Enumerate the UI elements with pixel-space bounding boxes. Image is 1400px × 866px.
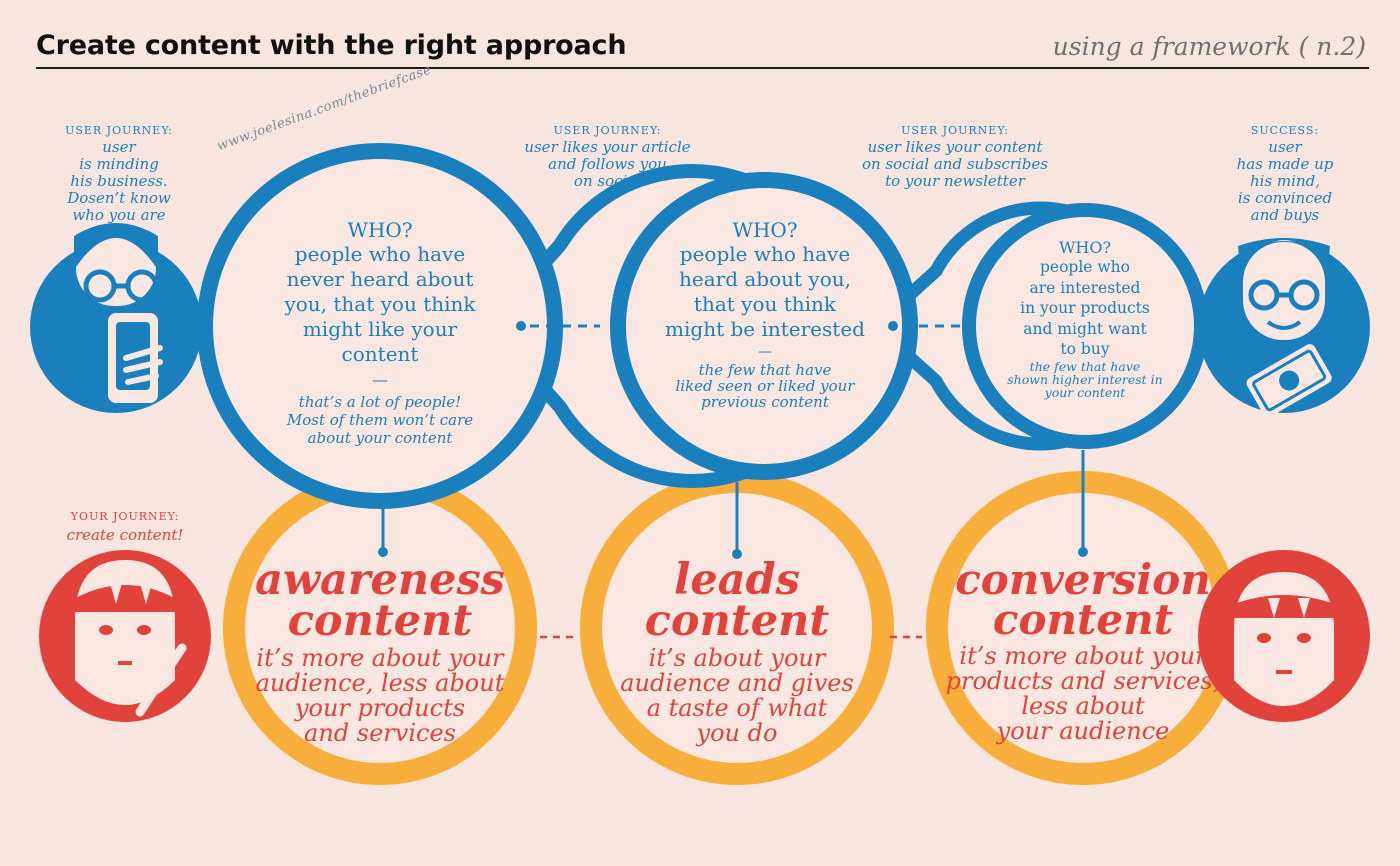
awareness-title: awareness content <box>255 555 505 646</box>
conversion-title: conversion content <box>955 555 1211 644</box>
creator-with-pen-icon <box>39 550 211 722</box>
leads-content: leads content it’s about your audience a… <box>595 555 879 746</box>
journey-text-1: user is minding his business. Dosen’t kn… <box>67 138 171 224</box>
who-leads: WHO? people who have heard about you, th… <box>665 218 865 411</box>
page-subtitle: using a framework ( n.2) <box>1052 32 1366 61</box>
journey-label-1: USER JOURNEY: user is minding his busine… <box>44 122 194 224</box>
user-with-money-icon <box>1198 238 1370 417</box>
creator-icon <box>1198 550 1370 722</box>
your-journey-label: YOUR JOURNEY: create content! <box>66 510 184 544</box>
user-with-phone-icon <box>30 216 202 413</box>
stems <box>381 450 1085 552</box>
who-conversion: WHO? people who are interested in your p… <box>1007 238 1163 400</box>
journey-label-3: USER JOURNEY: user likes your content on… <box>861 124 1049 190</box>
header-divider <box>36 67 1369 69</box>
leads-title: leads content <box>644 555 830 646</box>
conversion-content: conversion content it’s more about your … <box>930 555 1236 744</box>
journey-label-success: SUCCESS: user has made up his mind, is c… <box>1236 124 1334 224</box>
who-awareness: WHO? people who have never heard about y… <box>284 218 476 447</box>
awareness-content: awareness content it’s more about your a… <box>238 555 522 746</box>
journey-label-2: USER JOURNEY: user likes your article an… <box>524 124 691 190</box>
page-title: Create content with the right approach <box>36 30 627 61</box>
